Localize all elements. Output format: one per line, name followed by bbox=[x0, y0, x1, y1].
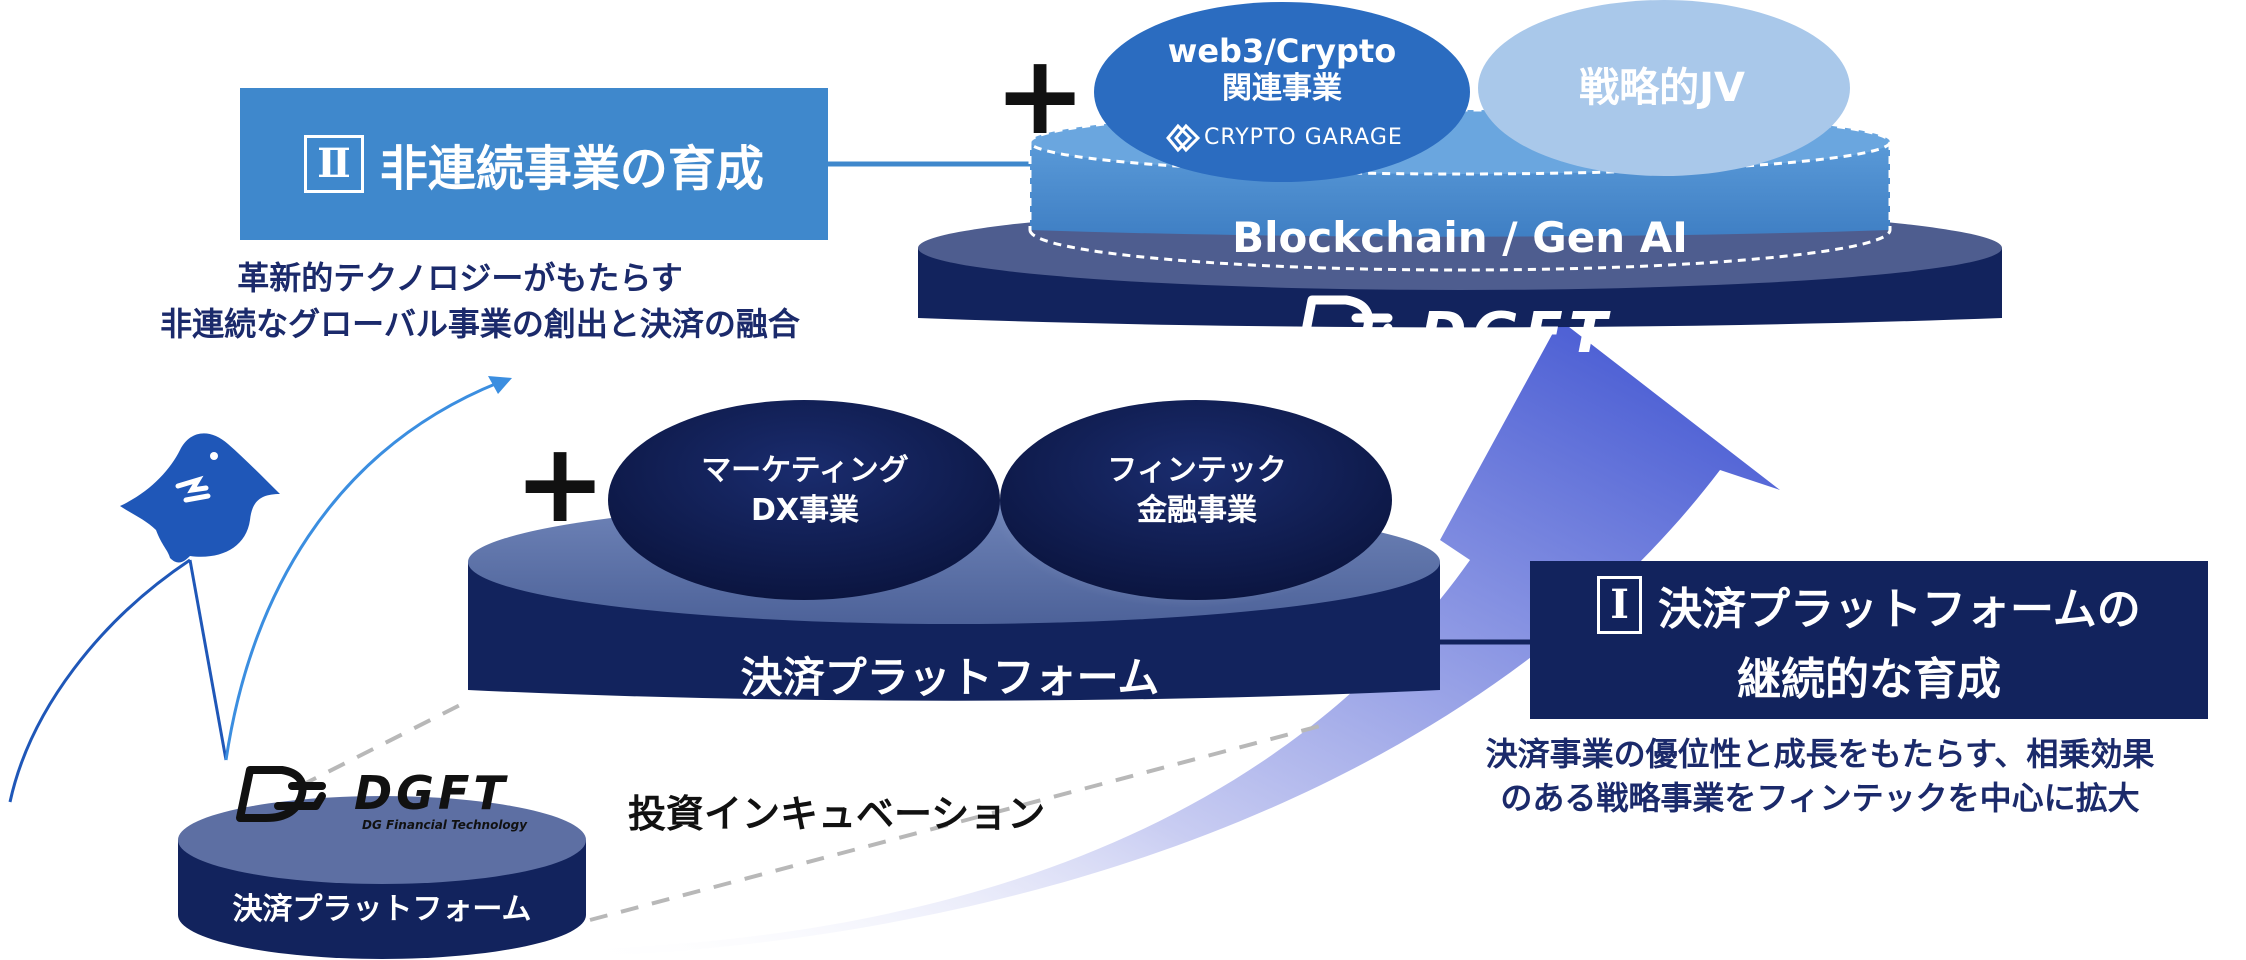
plus-sign-middle: + bbox=[514, 419, 607, 547]
dgft-wordmark-upper: DGFT bbox=[1420, 301, 1613, 366]
bubble-fintech-line1: フィンテック bbox=[1107, 453, 1287, 488]
dgft-wordmark-bottom: DGFT bbox=[354, 766, 509, 820]
title-continuous-line1: 決済プラットフォームの bbox=[1658, 584, 2141, 635]
bubble-web3-line2: 関連事業 bbox=[1222, 71, 1342, 106]
subtitle-discontinuous-1: 革新的テクノロジーがもたらす bbox=[237, 259, 683, 297]
left-curve-2 bbox=[188, 559, 228, 761]
growth-arrow bbox=[560, 320, 1780, 958]
bubble-fintech-line2: 金融事業 bbox=[1137, 493, 1257, 528]
crypto-garage-logo-icon bbox=[1166, 123, 1201, 153]
bubble-web3-line1: web3/Crypto bbox=[1167, 32, 1397, 70]
dgft-logo-icon-upper bbox=[1297, 295, 1393, 357]
crypto-garage-label: CRYPTO GARAGE bbox=[1204, 125, 1403, 150]
middle-platform-label: 決済プラットフォーム bbox=[740, 653, 1160, 702]
roman-numeral-1: Ⅰ bbox=[1597, 576, 1643, 634]
left-curve-arrowhead bbox=[488, 376, 512, 394]
title-continuous-line2: 継続的な育成 bbox=[1737, 654, 2001, 705]
bubble-marketing-line2: DX事業 bbox=[750, 493, 860, 528]
dgft-tagline-bottom: DG Financial Technology bbox=[362, 818, 528, 832]
bubble-marketing-line1: マーケティング bbox=[701, 453, 909, 488]
bubble-strategic-jv: 戦略的JV bbox=[1579, 65, 1745, 111]
title-discontinuous: 非連続事業の育成 bbox=[379, 141, 764, 197]
title-box-discontinuous: Ⅱ 非連続事業の育成 bbox=[240, 88, 828, 240]
bottom-platform-label: 決済プラットフォーム bbox=[232, 892, 532, 927]
dgft-logo-icon-bottom bbox=[236, 766, 326, 822]
subtitle-discontinuous-2: 非連続なグローバル事業の創出と決済の融合 bbox=[160, 305, 800, 343]
roman-numeral-2: Ⅱ bbox=[304, 135, 364, 193]
plus-sign-upper: + bbox=[994, 31, 1087, 159]
left-curve-1 bbox=[8, 558, 191, 803]
subtitle-continuous-2: のある戦略事業をフィンテックを中心に拡大 bbox=[1500, 779, 2140, 817]
investment-incubation-label: 投資インキュベーション bbox=[628, 792, 1046, 836]
left-curve-3 bbox=[224, 380, 501, 761]
middle-bubbles bbox=[608, 392, 1392, 608]
title-box-continuous: Ⅰ 決済プラットフォームの 継続的な育成 bbox=[1530, 561, 2208, 719]
blockchain-layer-label: Blockchain / Gen AI bbox=[1232, 213, 1688, 262]
subtitle-continuous-1: 決済事業の優位性と成長をもたらす、相乗効果 bbox=[1485, 735, 2155, 773]
penguin-mascot-icon bbox=[120, 433, 280, 563]
